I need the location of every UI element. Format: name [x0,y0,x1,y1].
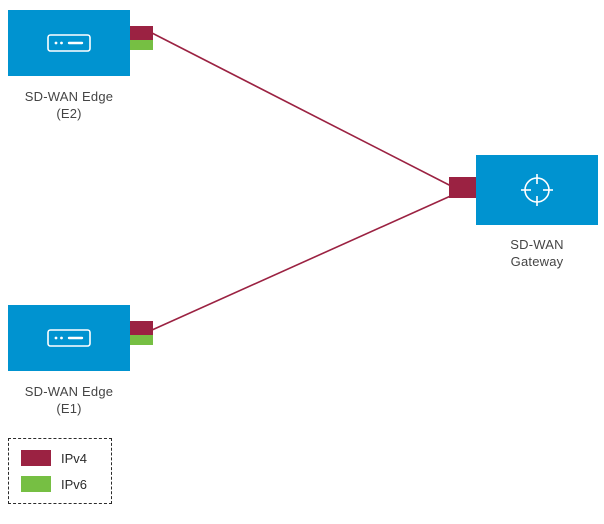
label-edge-e2: SD-WAN Edge (E2) [8,88,130,122]
ipv4-port-marker-e2 [130,26,153,40]
link-e1-to-gateway [151,193,456,331]
ipv6-port-marker-e1 [130,335,153,345]
legend-item-ipv4: IPv4 [21,450,99,466]
ipv4-color-swatch [21,450,51,466]
gateway-crosshair-icon [521,174,553,206]
label-gateway: SD-WAN Gateway [476,236,598,270]
link-e2-to-gateway [151,32,456,189]
edge-appliance-icon [47,34,91,52]
legend-item-ipv6: IPv6 [21,476,99,492]
node-sdwan-edge-e2 [8,10,130,76]
node-name: SD-WAN [510,237,564,252]
node-sdwan-gateway [476,155,598,225]
node-sdwan-edge-e1 [8,305,130,371]
node-name: SD-WAN Edge [24,384,114,399]
ipv4-port-marker-e1 [130,321,153,335]
edge-appliance-icon [47,329,91,347]
label-edge-e1: SD-WAN Edge (E1) [8,383,130,417]
legend-label: IPv6 [61,476,88,492]
node-id: (E1) [56,401,82,416]
ipv4-port-marker-gateway [449,177,476,198]
node-id: (E2) [56,106,82,121]
node-id: Gateway [510,254,564,269]
legend-label: IPv4 [61,450,88,466]
node-name: SD-WAN Edge [24,89,114,104]
ipv6-port-marker-e2 [130,40,153,50]
ipv6-color-swatch [21,476,51,492]
legend: IPv4 IPv6 [8,438,112,504]
